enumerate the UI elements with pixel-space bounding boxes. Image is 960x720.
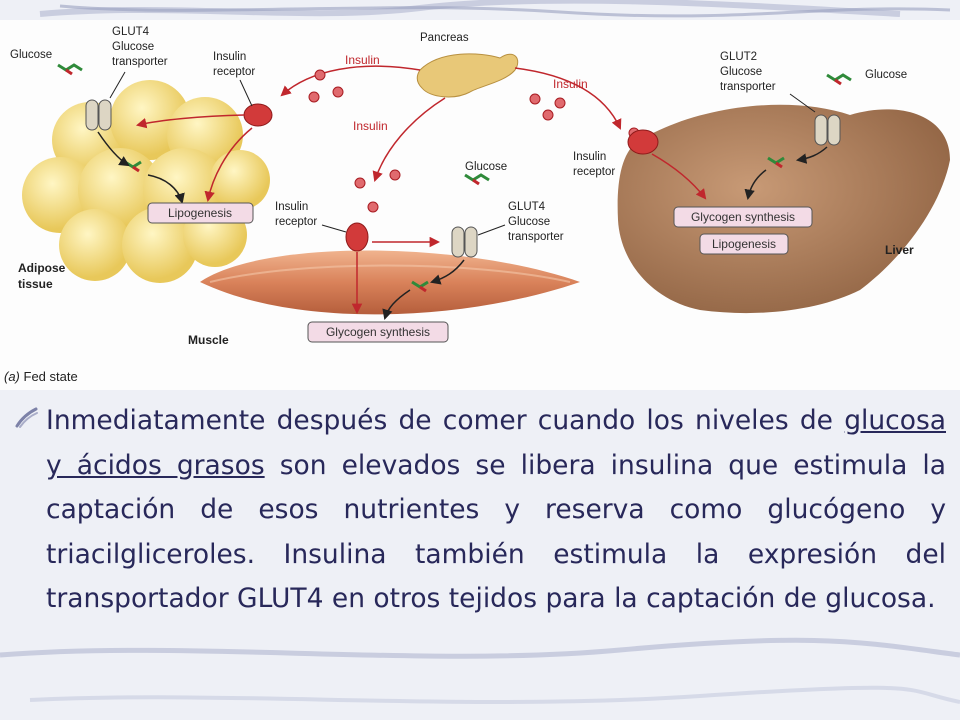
insulin-label-muscle: Insulin (353, 119, 388, 133)
muscle-receptor-line2: receptor (275, 216, 317, 228)
adipose-transporter-line1: GLUT4 (112, 26, 150, 38)
svg-text:Lipogenesis: Lipogenesis (712, 237, 776, 251)
pancreas-label: Pancreas (420, 32, 469, 44)
paragraph-underlined-text: glucosa y ácidos grasos (46, 405, 946, 481)
insulin-label-liver: Insulin (553, 77, 588, 91)
liver-glut2-transporter (814, 114, 841, 146)
adipose-receptor-line1: Insulin (213, 51, 246, 63)
adipose-insulin-receptor (243, 103, 273, 127)
caption-letter: (a) (4, 369, 20, 384)
liver-transporter-line3: transporter (720, 81, 776, 93)
muscle-glut4-transporter (451, 226, 478, 258)
svg-text:Lipogenesis: Lipogenesis (168, 206, 232, 220)
body-paragraph: Inmediatamente después de comer cuando l… (46, 399, 946, 622)
muscle-glycogen-synthesis-box: Glycogen synthesis (307, 321, 449, 343)
muscle-glucose-label: Glucose (465, 161, 507, 173)
muscle-transporter-line2: Glucose (508, 216, 550, 228)
bullet-icon (15, 407, 38, 428)
caption-text: Fed state (23, 369, 78, 384)
insulin-molecules (308, 69, 640, 213)
liver-tissue-label: Liver (885, 243, 914, 257)
adipose-transporter-line2: Glucose (112, 41, 154, 53)
liver-receptor-line2: receptor (573, 166, 615, 178)
liver-transporter-line2: Glucose (720, 66, 762, 78)
adipose-transporter-line3: transporter (112, 56, 168, 68)
adipose-receptor-line2: receptor (213, 66, 255, 78)
paragraph-text-part2: son elevados se libera insulina que esti… (46, 449, 946, 615)
muscle-transporter-line3: transporter (508, 231, 564, 243)
liver-glycogen-synthesis-box: Glycogen synthesis (673, 206, 813, 228)
muscle-transporter-line1: GLUT4 (508, 201, 546, 213)
fed-state-diagram: Pancreas Insulin Insulin Insulin (10, 26, 950, 347)
insulin-fed-state-figure: Pancreas Insulin Insulin Insulin (0, 20, 960, 390)
adipose-glucose-label: Glucose (10, 49, 52, 61)
liver-lipogenesis-box: Lipogenesis (699, 233, 789, 255)
liver-receptor-line1: Insulin (573, 151, 606, 163)
liver-glucose-label: Glucose (865, 69, 907, 81)
insulin-label-adipose: Insulin (345, 53, 380, 67)
liver-transporter-line1: GLUT2 (720, 51, 757, 63)
muscle-shape (200, 250, 580, 315)
adipose-lipogenesis-box: Lipogenesis (147, 202, 254, 224)
adipose-glut4-transporter (85, 99, 112, 131)
svg-text:Glycogen synthesis: Glycogen synthesis (691, 210, 795, 224)
muscle-tissue-label: Muscle (188, 333, 229, 347)
liver-insulin-receptor (627, 129, 659, 155)
muscle-receptor-line1: Insulin (275, 201, 308, 213)
figure-caption: (a) Fed state (4, 369, 78, 384)
muscle-insulin-receptor (345, 222, 369, 252)
adipose-tissue-shape (22, 80, 270, 283)
svg-text:Glycogen synthesis: Glycogen synthesis (326, 325, 430, 339)
adipose-tissue-line1: Adipose (18, 261, 66, 275)
pancreas-shape (416, 53, 519, 98)
paragraph-text-part1: Inmediatamente después de comer cuando l… (46, 405, 845, 436)
adipose-tissue-line2: tissue (18, 277, 53, 291)
